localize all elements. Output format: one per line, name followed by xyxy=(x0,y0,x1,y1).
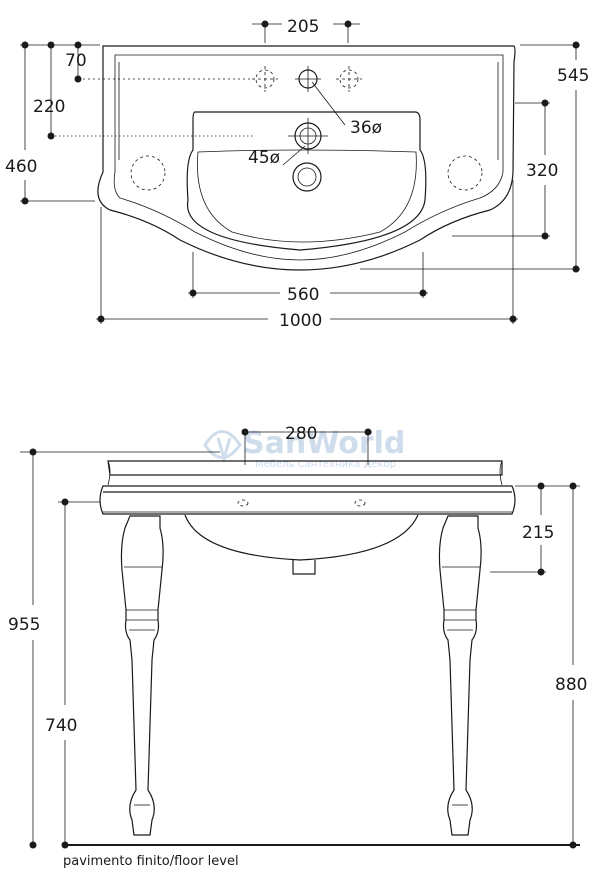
floor-label: pavimento finito/floor level xyxy=(63,854,239,869)
dim-280: 280 xyxy=(285,424,317,444)
bowl-inner xyxy=(197,149,417,243)
overflow-left xyxy=(130,155,166,191)
dim-36: 36ø xyxy=(350,118,382,138)
drain-waste xyxy=(292,560,316,575)
basin-top-edge xyxy=(107,460,503,476)
tap-hole-right xyxy=(339,69,359,89)
dim-740: 740 xyxy=(45,716,77,736)
overflow-right xyxy=(447,155,483,191)
watermark-brand: SanWorld xyxy=(243,426,405,461)
bowl-underside xyxy=(184,514,419,561)
dim-45: 45ø xyxy=(248,148,280,168)
basin-outline xyxy=(97,45,516,271)
basin-rim xyxy=(99,485,516,515)
drain-hole xyxy=(292,162,322,192)
bowl-outline xyxy=(186,111,427,251)
dim-880: 880 xyxy=(555,675,587,695)
watermark-tagline: Мебель Сантехника Декор xyxy=(255,459,396,470)
dim-1000: 1000 xyxy=(279,311,322,331)
basin-inner-rim xyxy=(113,54,504,261)
dim-70: 70 xyxy=(65,51,87,71)
dim-205: 205 xyxy=(287,17,319,37)
leg-right xyxy=(438,515,482,836)
overflow-left-front xyxy=(237,499,249,507)
front-view: SanWorld Мебель Сантехника Декор pav xyxy=(8,424,587,869)
tap-hole-left xyxy=(255,69,275,89)
dim-545: 545 xyxy=(557,66,589,86)
dim-215: 215 xyxy=(522,523,554,543)
top-view: 205 70 220 460 545 320 36ø xyxy=(5,17,589,331)
overflow-right-front xyxy=(354,499,366,507)
dim-460: 460 xyxy=(5,157,37,177)
dim-320: 320 xyxy=(526,161,558,181)
dim-560: 560 xyxy=(287,285,319,305)
leg-left xyxy=(120,515,164,836)
dim-955: 955 xyxy=(8,615,40,635)
dim-220: 220 xyxy=(33,97,65,117)
